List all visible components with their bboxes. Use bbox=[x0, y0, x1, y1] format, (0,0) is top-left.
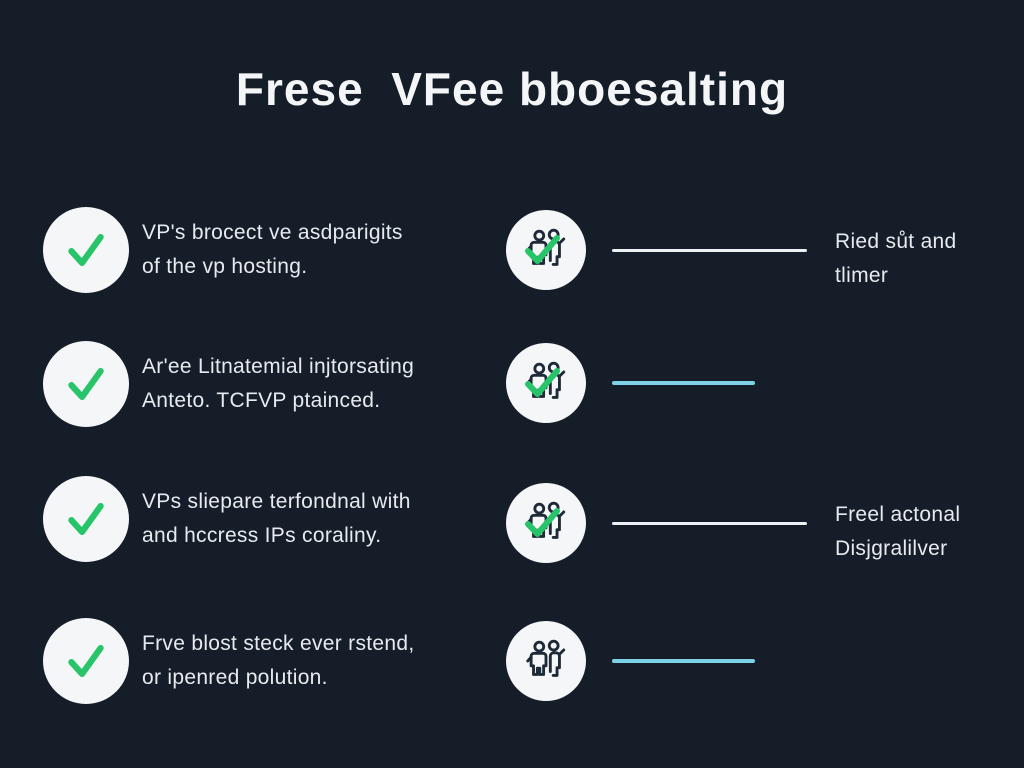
people-circle bbox=[506, 343, 586, 423]
checklist-item: VPs sliepare terfondnal with and hccress… bbox=[43, 476, 411, 562]
checklist-item: Ar'ee Litnatemial injtorsating Anteto. T… bbox=[43, 341, 414, 427]
checklist-line2: of the vp hosting. bbox=[142, 255, 308, 278]
checklist-item: Frve blost steck ever rstend, or ipenred… bbox=[43, 618, 414, 704]
divider-line bbox=[612, 521, 807, 525]
feature-line1: Freel actonal bbox=[835, 503, 961, 526]
feature-item: Freel actonal Disjgralilver bbox=[506, 483, 960, 563]
divider-line bbox=[612, 659, 755, 663]
checklist-line2: and hccress IPs coraliny. bbox=[142, 524, 382, 547]
feature-item: Ried sůt and tlimer bbox=[506, 210, 957, 290]
checkmark-icon bbox=[68, 367, 104, 401]
page-title: Frese VFee bboesalting bbox=[235, 63, 789, 115]
people-circle bbox=[506, 210, 586, 290]
checklist-line1: Ar'ee Litnatemial injtorsating bbox=[142, 355, 415, 378]
feature-item-text: Ried sůt and tlimer bbox=[835, 225, 957, 293]
feature-line2: tlimer bbox=[835, 264, 889, 287]
checkmark-overlay-icon bbox=[525, 508, 560, 537]
check-circle bbox=[43, 207, 129, 293]
checkmark-overlay-icon bbox=[525, 368, 560, 397]
feature-line2: Disjgralilver bbox=[835, 537, 948, 560]
checklist-item-text: Frve blost steck ever rstend, or ipenred… bbox=[142, 627, 414, 695]
people-icon bbox=[526, 639, 566, 677]
checklist-item-text: VPs sliepare terfondnal with and hccress… bbox=[142, 485, 411, 553]
checkmark-icon bbox=[68, 502, 104, 536]
check-circle bbox=[43, 476, 129, 562]
checkmark-icon bbox=[68, 233, 104, 267]
checklist-line1: VPs sliepare terfondnal with bbox=[142, 490, 411, 513]
checklist-item: VP's brocect ve asdparigits of the vp ho… bbox=[43, 207, 403, 293]
check-circle bbox=[43, 341, 129, 427]
feature-line1: Ried sůt and bbox=[835, 230, 957, 253]
feature-item bbox=[506, 621, 783, 701]
check-circle bbox=[43, 618, 129, 704]
people-circle bbox=[506, 483, 586, 563]
feature-item-text: Freel actonal Disjgralilver bbox=[835, 498, 960, 566]
feature-item bbox=[506, 343, 783, 423]
divider-line bbox=[612, 381, 755, 385]
divider-line bbox=[612, 248, 807, 252]
checklist-line1: Frve blost steck ever rstend, bbox=[142, 632, 415, 655]
checkmark-overlay-icon bbox=[525, 235, 560, 264]
checklist-line2: or ipenred polution. bbox=[142, 666, 328, 689]
people-circle bbox=[506, 621, 586, 701]
checklist-item-text: VP's brocect ve asdparigits of the vp ho… bbox=[142, 216, 403, 284]
checklist-line1: VP's brocect ve asdparigits bbox=[142, 221, 403, 244]
checklist-item-text: Ar'ee Litnatemial injtorsating Anteto. T… bbox=[142, 350, 414, 418]
checkmark-icon bbox=[68, 644, 104, 678]
checklist-line2: Anteto. TCFVP ptainced. bbox=[142, 389, 381, 412]
